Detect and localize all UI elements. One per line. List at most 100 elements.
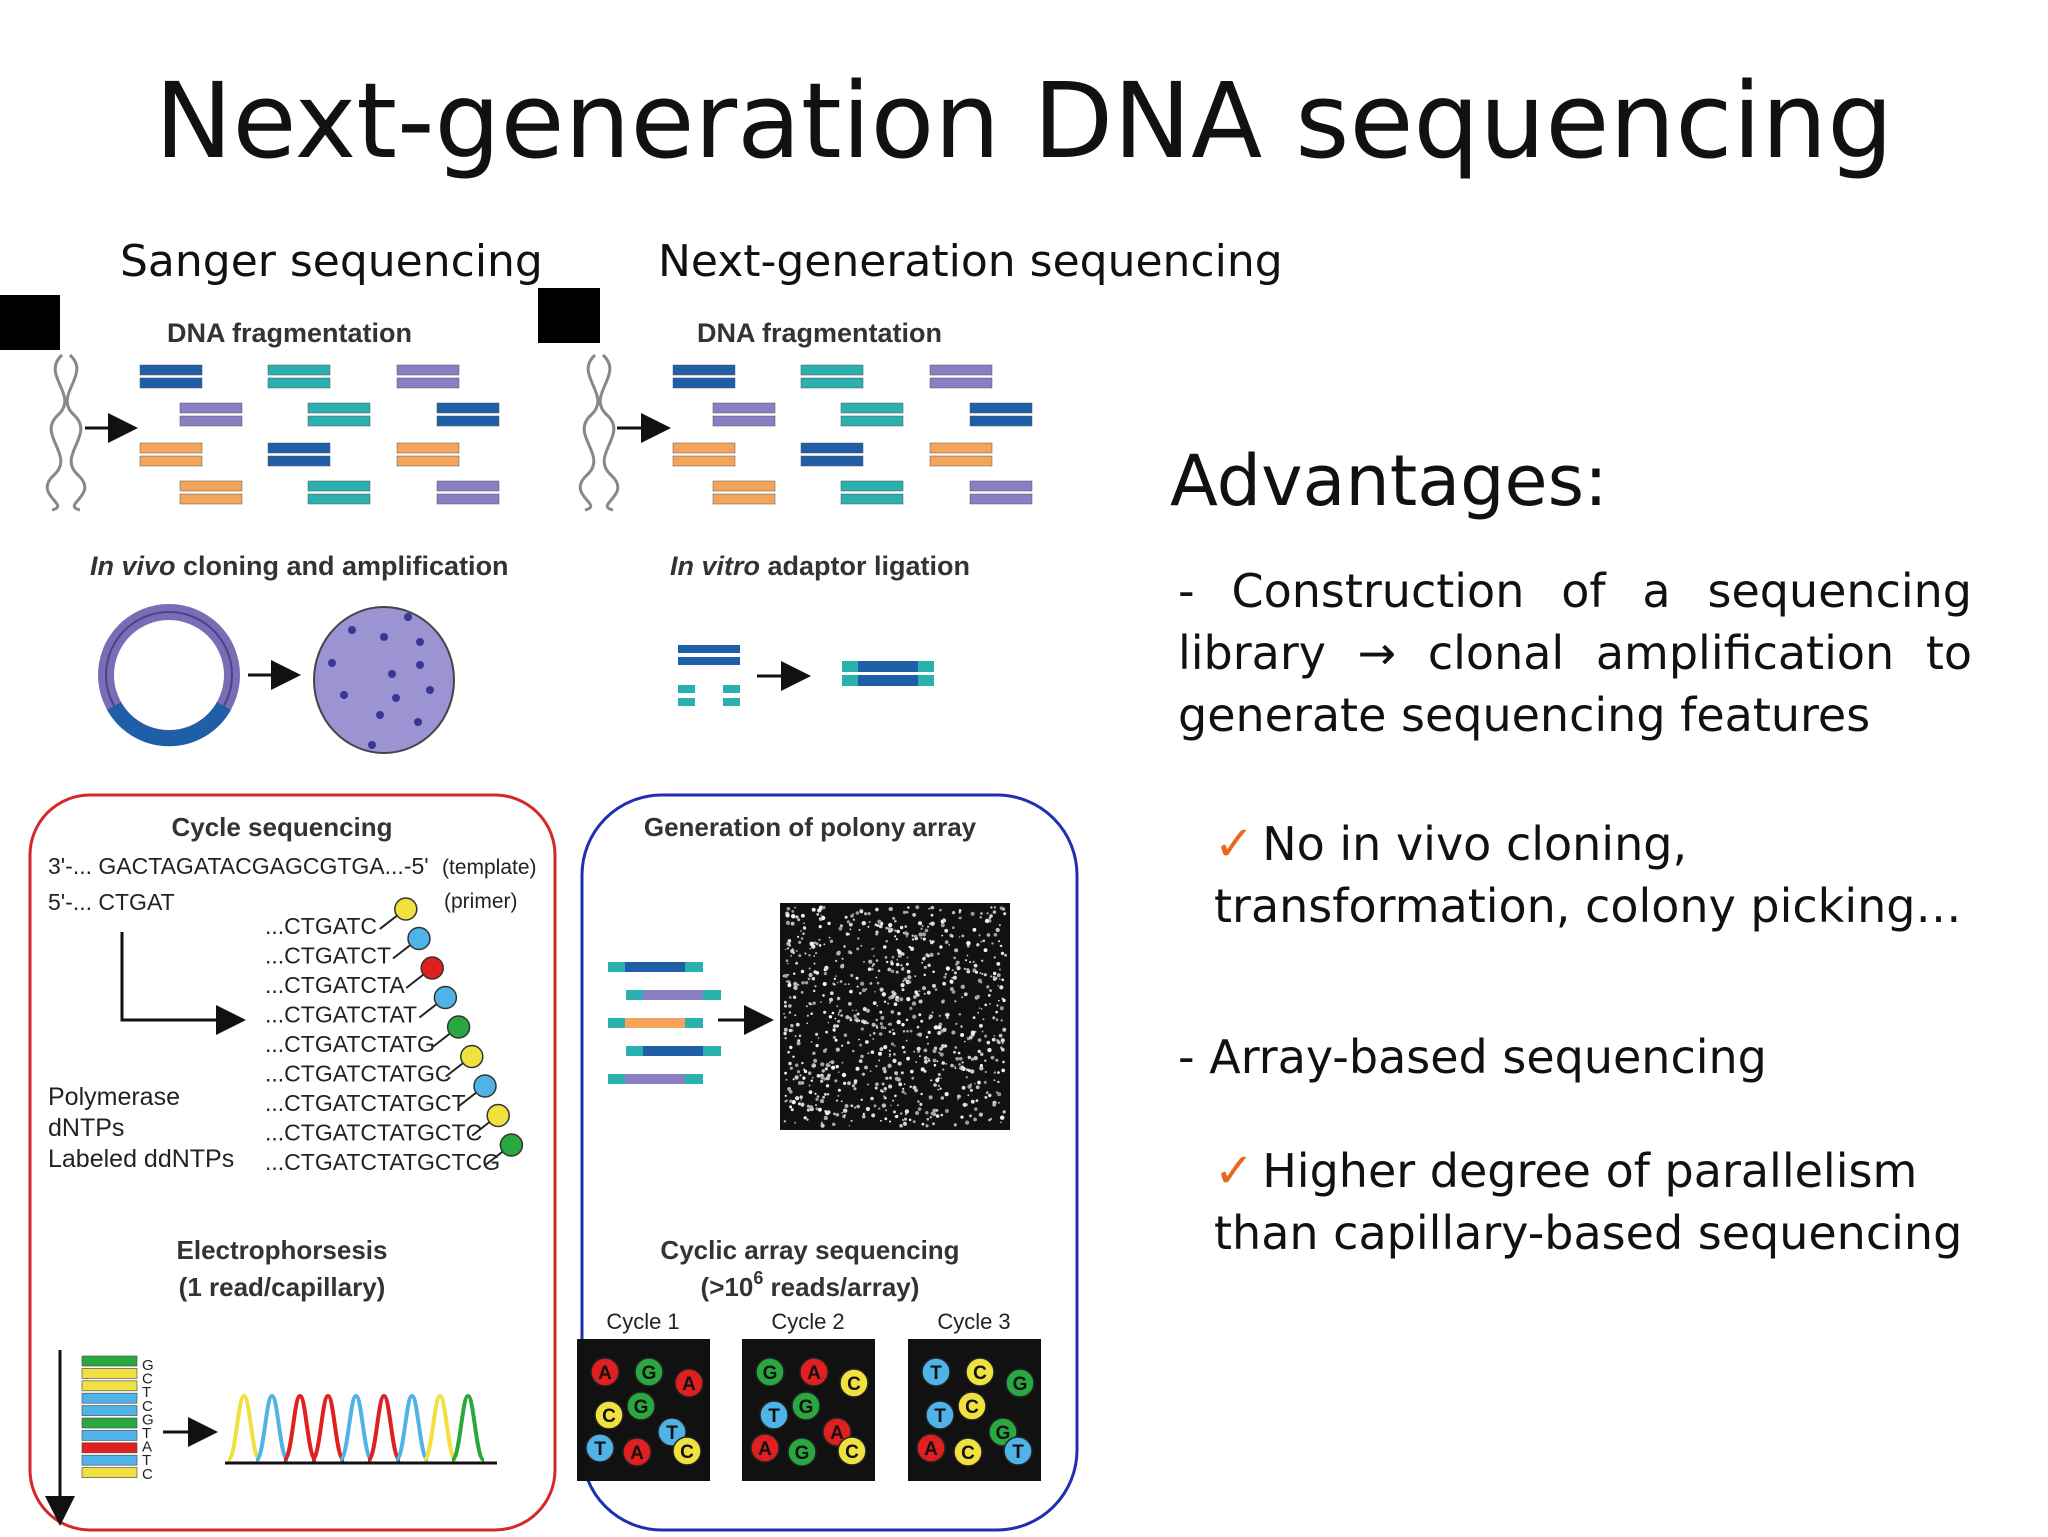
extension-product: ...CTGATCTATGC — [265, 1061, 452, 1087]
polony-dot — [840, 1100, 843, 1103]
polony-dot — [903, 1050, 906, 1054]
polony-dot — [838, 1009, 842, 1013]
gel-letter: G — [142, 1411, 154, 1428]
polony-dot — [951, 1030, 956, 1035]
polony-dot — [977, 1011, 979, 1014]
polony-dot — [878, 1051, 882, 1056]
polony-dot — [881, 1090, 884, 1093]
polony-dot — [985, 1091, 989, 1095]
polony-dot — [875, 1065, 878, 1068]
polony-dot — [921, 961, 924, 964]
bead — [839, 1368, 869, 1398]
polony-dot — [893, 1052, 896, 1056]
template-sequence: 3'-... GACTAGATACGAGCGTGA...-5' — [48, 853, 429, 879]
polony-dot — [906, 969, 911, 974]
polony-dot — [981, 1030, 984, 1033]
polony-dot — [867, 1052, 870, 1055]
polony-dot — [868, 921, 871, 923]
polony-dot — [872, 1031, 876, 1035]
dye-label — [486, 1103, 510, 1128]
polony-dot — [925, 953, 929, 957]
bead-letter: T — [666, 1423, 678, 1444]
polony-dot — [937, 1031, 942, 1035]
fragment-strand — [139, 364, 203, 376]
polony-dot — [808, 1084, 811, 1087]
polony-dot — [1002, 1027, 1007, 1032]
bead — [791, 1391, 821, 1421]
polony-dot — [897, 1061, 902, 1066]
polony-dot — [849, 928, 852, 931]
polony-dot — [787, 983, 792, 988]
polony-dot — [950, 934, 954, 938]
polony-dot — [867, 967, 872, 971]
polony-dot — [963, 992, 968, 997]
polony-dot — [929, 1116, 932, 1119]
polony-dot — [875, 976, 878, 979]
polony-dot — [1001, 1041, 1004, 1045]
polony-dot — [997, 1092, 1002, 1097]
polony-dot — [937, 1088, 940, 1091]
polony-dot — [897, 953, 902, 958]
polony-dot — [937, 1084, 941, 1088]
polony-dot — [823, 1092, 827, 1096]
polony-dot — [990, 975, 993, 978]
bead-letter: T — [934, 1406, 946, 1427]
polony-dot — [901, 1118, 905, 1122]
polony-dot — [1002, 998, 1006, 1003]
polony-dot — [875, 907, 879, 912]
polony-dot — [892, 1099, 895, 1102]
polony-dot — [1001, 1068, 1005, 1073]
polony-dot — [984, 1059, 987, 1062]
polony-dot — [785, 959, 789, 962]
polony-dot — [910, 946, 915, 952]
polony-dot — [810, 1012, 813, 1015]
polony-dot — [822, 982, 827, 986]
polony-dot — [997, 984, 999, 987]
polony-dot — [932, 1108, 937, 1113]
polony-dot — [860, 910, 863, 914]
polony-dot — [941, 1044, 945, 1048]
dye-label — [433, 985, 458, 1010]
polony-dot — [915, 1111, 920, 1115]
polony-dot — [795, 950, 798, 952]
polony-dot — [814, 1092, 817, 1095]
polony-dot — [903, 1121, 907, 1126]
polony-dot — [927, 1042, 929, 1045]
polony-dot — [914, 934, 918, 939]
polony-dot — [938, 1014, 941, 1018]
polony-dot — [958, 1056, 963, 1061]
polony-dot — [797, 1102, 802, 1106]
polony-dot — [833, 977, 837, 981]
polony-dot — [920, 1067, 925, 1072]
fragments-ngs — [672, 364, 1033, 505]
polony-dot — [862, 1114, 866, 1119]
polony-dot — [837, 1088, 841, 1092]
polony-dot — [792, 1078, 795, 1081]
polony-dot — [797, 918, 801, 922]
polony-dot — [997, 1101, 1000, 1104]
polony-dot — [858, 1038, 860, 1041]
polony-dot — [987, 994, 991, 997]
polony-dot — [875, 1026, 879, 1029]
fragment-strand — [672, 377, 736, 389]
polony-dot — [799, 1074, 802, 1077]
polony-dot — [872, 963, 875, 966]
polony-dot — [966, 941, 971, 946]
fragments-sanger — [139, 364, 500, 505]
polony-dot — [918, 932, 923, 937]
dye-stem — [445, 1061, 465, 1078]
polony-dot — [794, 1035, 797, 1037]
polony-dot — [900, 1071, 904, 1075]
polony-dot — [790, 955, 792, 957]
bead-letter: G — [795, 1443, 810, 1464]
polony-dot — [949, 987, 954, 992]
bead — [953, 1437, 983, 1467]
polony-dot — [979, 916, 982, 919]
polony-dot — [815, 1044, 819, 1048]
polony-dot — [956, 966, 961, 971]
fragment-strand — [267, 442, 331, 454]
polony-dot — [799, 1095, 803, 1099]
polony-dot — [808, 972, 813, 978]
